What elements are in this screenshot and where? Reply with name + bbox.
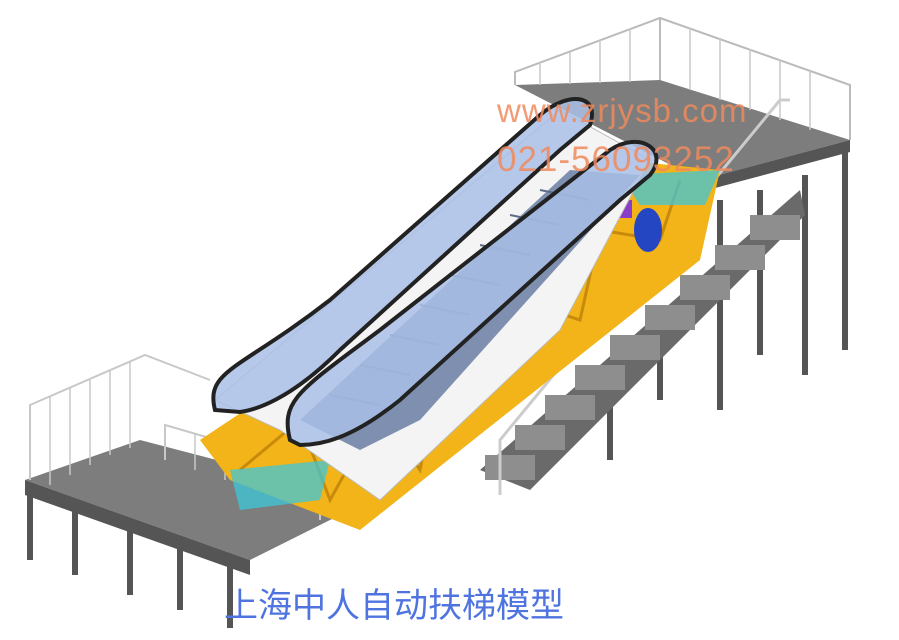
upper-platform bbox=[514, 16, 851, 460]
caption-title: 上海中人自动扶梯模型 bbox=[224, 586, 564, 626]
watermark-phone: 021-56093252 bbox=[497, 140, 735, 179]
watermark-url: www.zrjysb.com bbox=[497, 92, 748, 129]
lower-platform bbox=[25, 353, 370, 628]
side-stairs bbox=[480, 98, 805, 495]
escalator bbox=[211, 97, 659, 501]
